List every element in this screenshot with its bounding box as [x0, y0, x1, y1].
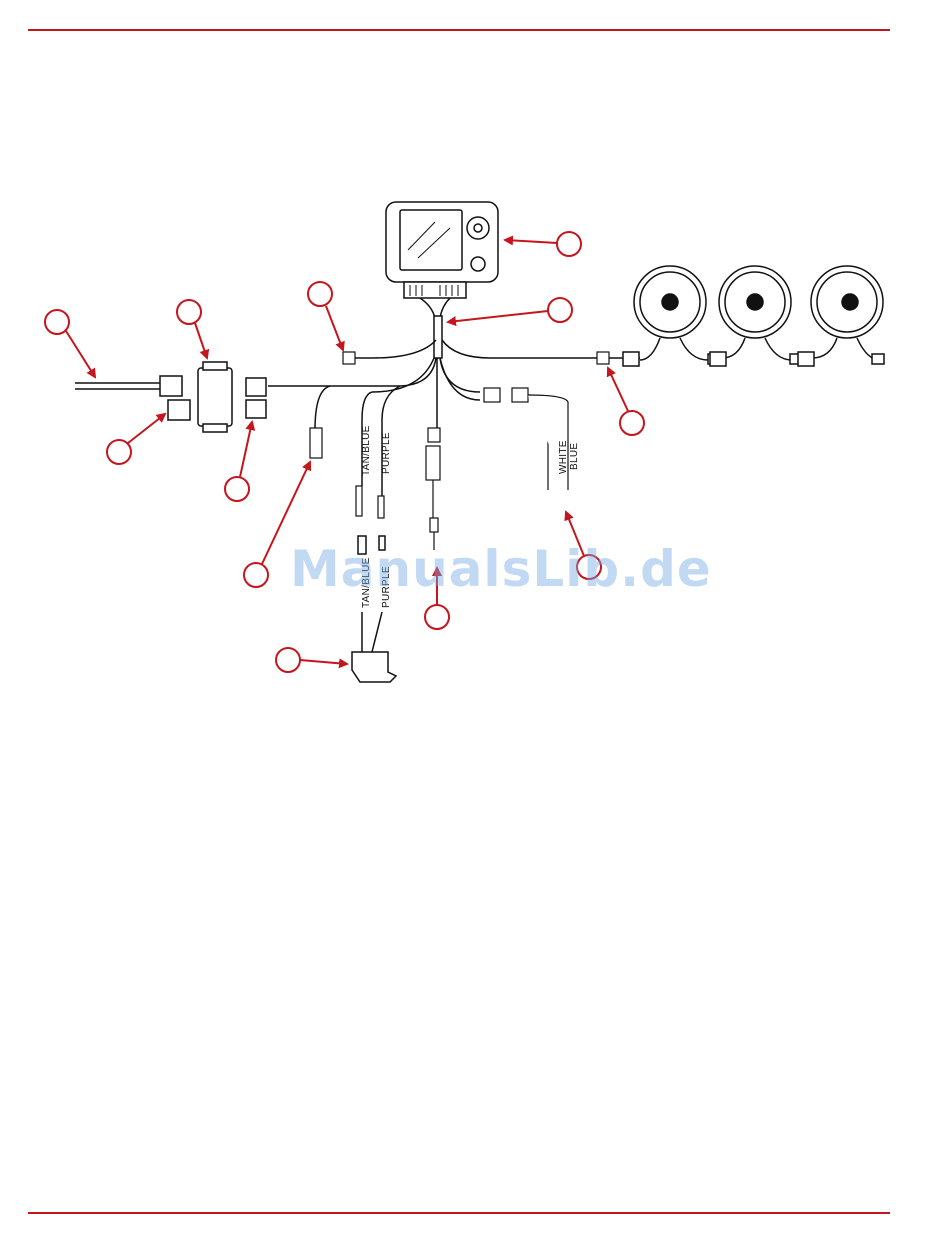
gauges: [609, 266, 884, 366]
callout-harness-plug: [225, 422, 252, 501]
blue-label: BLUE: [569, 443, 580, 470]
tan-blue-label-upper: TAN/BLUE: [361, 425, 372, 476]
callout-junction-plug: [107, 414, 165, 464]
callout-junction-box: [177, 300, 207, 358]
callout-display-unit: [505, 232, 581, 256]
callout-relay-connector: [276, 648, 347, 672]
watermark: ManualsLib.de: [290, 540, 670, 600]
display-unit: [386, 202, 498, 298]
junction-box: [75, 362, 266, 432]
white-label: WHITE: [558, 440, 569, 474]
callout-gauge-connector: [608, 368, 644, 435]
callout-harness-junction: [448, 298, 572, 322]
callout-main-harness: [45, 310, 95, 377]
purple-label-upper: PURPLE: [381, 432, 392, 474]
callout-connector-left: [308, 282, 343, 350]
